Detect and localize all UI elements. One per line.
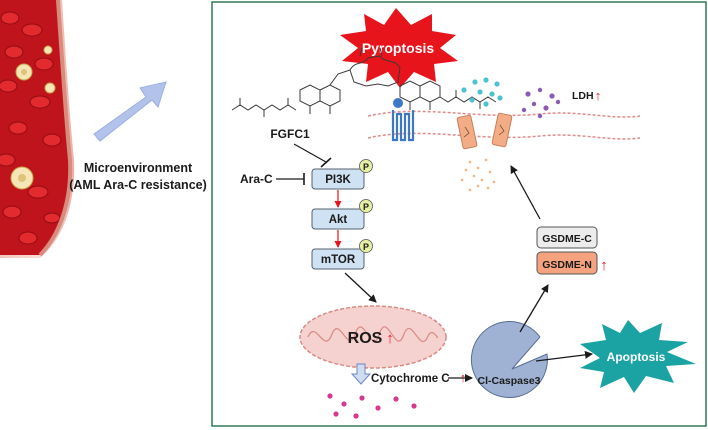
phospho-mtor: [359, 239, 373, 253]
fgfc1-structure: [231, 47, 497, 117]
gsdme-pore-right: [491, 112, 513, 148]
caspase3-label: Cl-Caspase3: [477, 375, 540, 387]
mtor-label: mTOR: [321, 254, 356, 266]
ara-c-label: Ara-C: [240, 172, 273, 186]
gsdme-pore-left: [456, 114, 478, 150]
pointer-arrow: [93, 81, 167, 142]
cytochrome-c-label: Cytochrome C: [371, 373, 450, 385]
resistance-label: (AML Ara-C resistance): [69, 178, 207, 192]
fgfc1-label: FGFC1: [270, 127, 310, 141]
fgfc1-inhibition-line: [293, 143, 332, 168]
cytochrome-release-arrow: [350, 363, 372, 385]
gsdme-n-box: GSDME-N: [536, 251, 598, 275]
svg-text:P: P: [363, 242, 369, 252]
mitochondrion: [299, 305, 447, 369]
apoptosis-burst: Apoptosis: [580, 320, 696, 393]
ldh-label: LDH: [572, 90, 594, 102]
ros-label: ROS: [348, 330, 383, 347]
gsdme-c-box: GSDME-C: [536, 226, 598, 249]
blood-vessel-illustration: [0, 0, 75, 258]
arrow-caspase3-gsdme: [519, 284, 549, 333]
phospho-akt: [359, 199, 373, 213]
ldh-dots: [521, 87, 561, 119]
ara-c-inhibition-line: [276, 173, 305, 185]
microenvironment-label: Microenvironment: [84, 161, 193, 175]
node-mtor: mTOR P: [311, 239, 373, 270]
pyroptosis-label: Pyroptosis: [362, 40, 435, 56]
ros-up-arrow: ↑: [386, 330, 394, 347]
released-particles: [460, 158, 496, 192]
arrow-mtor-ros: [344, 272, 377, 303]
node-pi3k: PI3K P: [311, 159, 373, 190]
akt-label: Akt: [329, 214, 348, 226]
node-akt: Akt P: [311, 199, 373, 230]
gsdme-c-label: GSDME-C: [542, 233, 592, 245]
cell-membrane: [367, 110, 641, 140]
phospho-pi3k: [359, 159, 373, 173]
caspase3-node: Cl-Caspase3: [470, 321, 548, 399]
svg-text:P: P: [363, 202, 369, 212]
ldh-up-arrow: ↑: [595, 88, 602, 103]
svg-text:P: P: [363, 162, 369, 172]
cytokine-dots: [461, 77, 503, 107]
gsdme-up-arrow: ↑: [600, 257, 608, 274]
arrow-caspase3-apoptosis: [535, 350, 593, 362]
cytochrome-c-dots: [327, 393, 417, 419]
pi3k-label: PI3K: [325, 174, 351, 186]
gsdme-n-label: GSDME-N: [542, 259, 592, 271]
membrane-receptor: [391, 98, 415, 142]
pyroptosis-burst: Pyroptosis: [340, 8, 458, 88]
arrow-gsdme-pore: [510, 165, 541, 220]
apoptosis-label: Apoptosis: [607, 350, 666, 364]
